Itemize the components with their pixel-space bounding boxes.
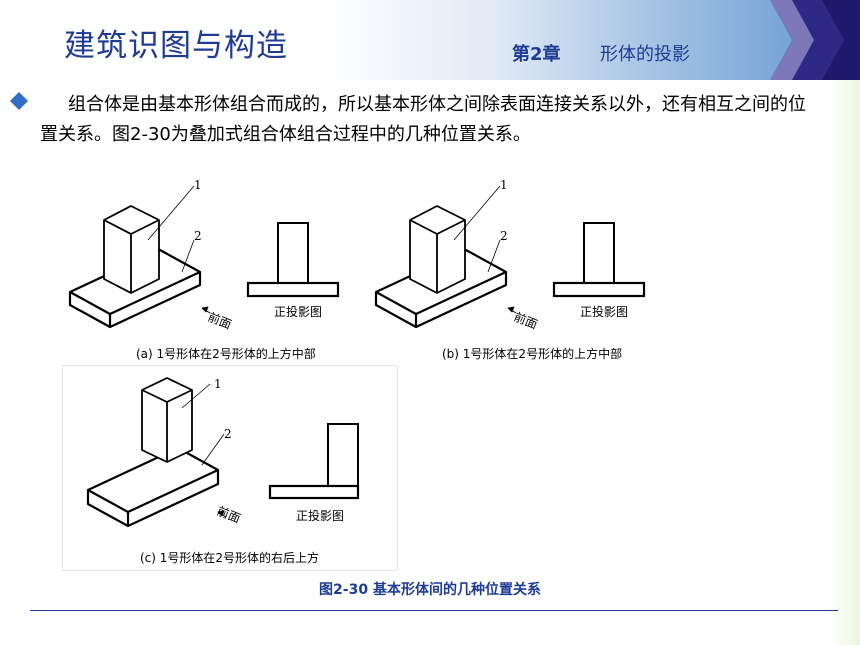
figure-b-isometric	[374, 185, 517, 329]
right-decorative-bar	[832, 80, 860, 645]
diamond-bullet-icon	[10, 92, 28, 110]
figure-b-num2: 2	[500, 229, 508, 243]
figure-a-caption: (a) 1号形体在2号形体的上方中部	[136, 346, 316, 361]
header-chevron-decoration	[770, 0, 860, 80]
chapter-title: 形体的投影	[600, 44, 690, 65]
figure-a-projection-label: 正投影图	[274, 304, 322, 319]
header-gradient	[0, 0, 860, 80]
figure-a-num1: 1	[194, 178, 202, 192]
figure-c-num2: 2	[224, 427, 232, 441]
figure-a-projection	[246, 222, 340, 298]
figure-b-num1: 1	[500, 178, 508, 192]
figure-c-front-label: 前面	[215, 503, 243, 526]
figure-a-front-label: 前面	[206, 309, 234, 332]
figure-b-caption: (b) 1号形体在2号形体的上方中部	[442, 346, 622, 361]
page-title: 建筑识图与构造	[64, 28, 288, 64]
figure-c-num1: 1	[214, 377, 222, 391]
figure-b-projection-label: 正投影图	[580, 304, 628, 319]
figure-c-projection	[268, 423, 360, 500]
footer-divider	[30, 610, 838, 611]
figure-c-frame	[62, 365, 398, 571]
header-banner: 建筑识图与构造 第2章 形体的投影	[0, 0, 860, 80]
figure-b: 1 2 前面 正投影图 (b) 1号形体在2号形体的上方中部	[374, 178, 646, 361]
figure-c-projection-label: 正投影图	[296, 508, 344, 523]
figure-c: 1 2 前面 正投影图 (c) 1号形体在2号形体的右后上方	[86, 377, 360, 565]
figure-a: 1 2 前面 正投影图 (a) 1号形体在2号形体的上方中部	[68, 178, 340, 361]
body-paragraph: 组合体是由基本形体组合而成的，所以基本形体之间除表面连接关系以外，还有相互之间的…	[40, 90, 820, 150]
figure-c-isometric	[86, 377, 227, 528]
body-paragraph-text: 组合体是由基本形体组合而成的，所以基本形体之间除表面连接关系以外，还有相互之间的…	[40, 94, 806, 145]
figure-caption: 图2-30 基本形体间的几种位置关系	[319, 582, 541, 598]
figure-a-num2: 2	[194, 229, 202, 243]
figure-b-projection	[552, 222, 646, 298]
figure-b-front-label: 前面	[512, 309, 540, 332]
figure-a-isometric	[68, 185, 211, 329]
chapter-number: 第2章	[512, 44, 561, 65]
figure-c-caption: (c) 1号形体在2号形体的右后上方	[140, 550, 319, 565]
